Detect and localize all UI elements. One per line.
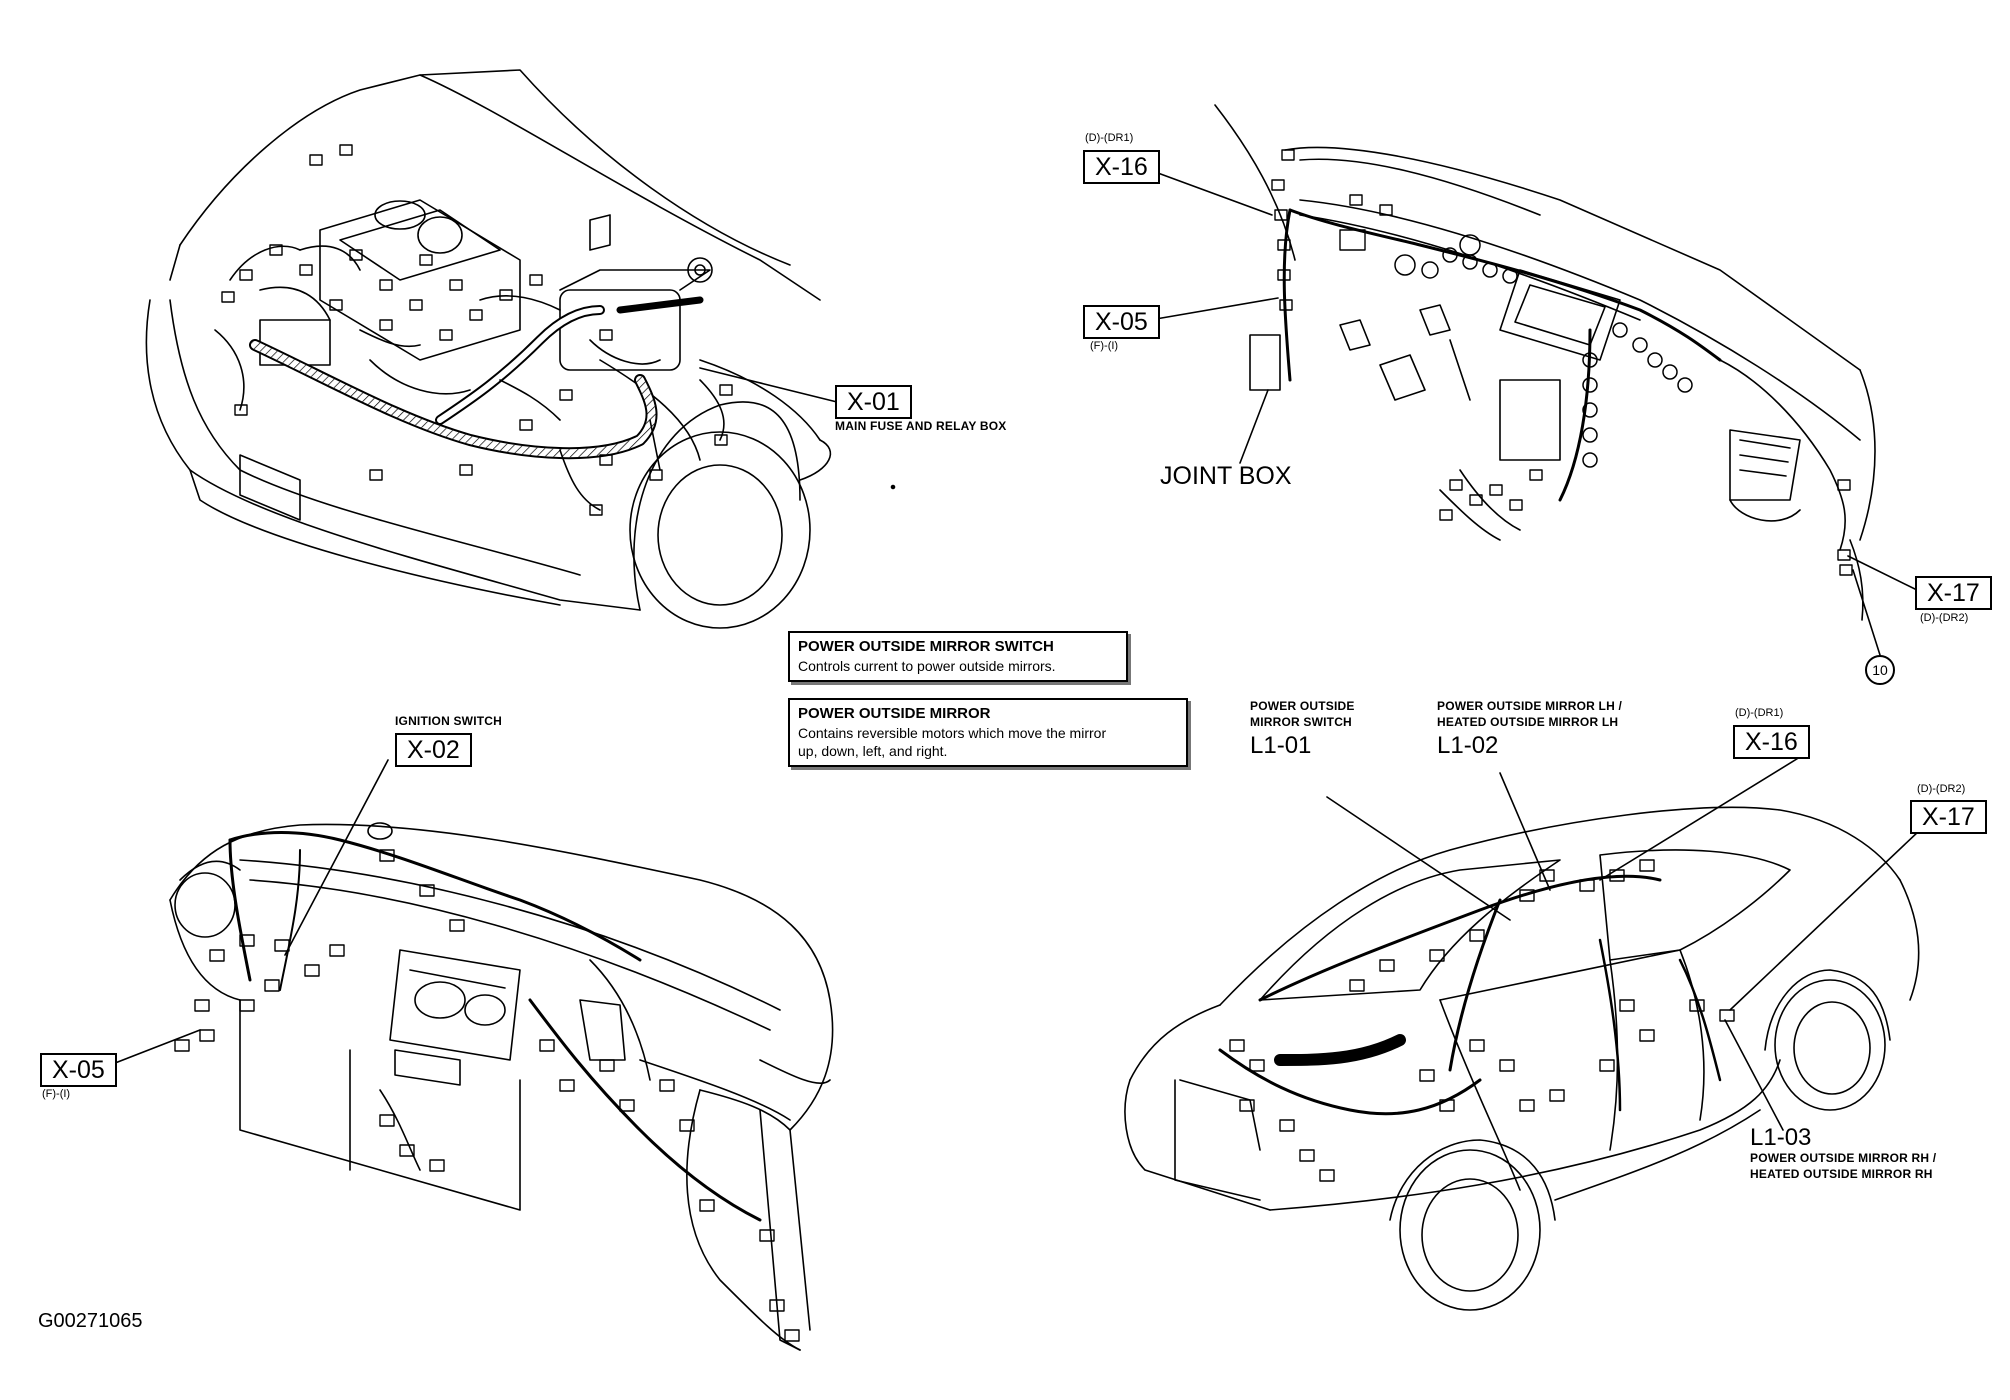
l1-03-code: L1-03 [1750,1124,1812,1151]
l1-01-name-1: POWER OUTSIDE [1250,699,1355,713]
l1-01-code: L1-01 [1250,732,1312,759]
desc-mirror-text-1: Contains reversible motors which move th… [798,725,1107,741]
x17-bottom-sublabel: (D)-(DR2) [1917,783,1966,795]
code-x17-top: X-17 [1915,576,1992,610]
desc-mirror-text-2: up, down, left, and right. [798,743,948,760]
x17-top-sublabel: (D)-(DR2) [1920,612,1969,624]
code-x05-top: X-05 [1083,305,1160,339]
l1-02-name-1: POWER OUTSIDE MIRROR LH / [1437,699,1622,713]
x16-top-sublabel: (D)-(DR1) [1085,132,1134,144]
l1-03-name-1: POWER OUTSIDE MIRROR RH / [1750,1151,1937,1165]
x05-top-sublabel: (F)-(I) [1090,340,1119,352]
x05-bottom-sublabel: (F)-(I) [42,1088,71,1100]
driver-footwell-drawing [1146,104,1918,656]
l1-02-code: L1-02 [1437,732,1499,759]
desc-mirror-switch-title: POWER OUTSIDE MIRROR SWITCH [798,638,1054,655]
code-x16-bottom: X-16 [1733,725,1810,759]
code-x02: X-02 [395,733,472,767]
vehicle-body-drawing [1124,756,1921,1311]
circle-10: 10 [1865,655,1895,685]
instrument-panel-drawing [109,759,834,1351]
joint-box-label: JOINT BOX [1160,462,1292,490]
desc-mirror-title: POWER OUTSIDE MIRROR [798,705,991,722]
l1-02-name-2: HEATED OUTSIDE MIRROR LH [1437,715,1619,729]
desc-mirror: POWER OUTSIDE MIRROR Contains reversible… [788,698,1188,768]
x16-bottom-sublabel: (D)-(DR1) [1735,707,1784,719]
code-x05-bottom: X-05 [40,1053,117,1087]
l1-03-name-2: HEATED OUTSIDE MIRROR RH [1750,1167,1933,1181]
code-x01: X-01 [835,385,912,419]
l1-01-name-2: MIRROR SWITCH [1250,715,1352,729]
engine-compartment-drawing [145,69,896,629]
code-x16-top: X-16 [1083,150,1160,184]
desc-mirror-switch-text: Controls current to power outside mirror… [798,658,1056,674]
ignition-switch-label: IGNITION SWITCH [395,714,502,728]
figure-id: G00271065 [38,1310,143,1332]
main-fuse-label: MAIN FUSE AND RELAY BOX [835,419,1007,433]
code-x17-bottom: X-17 [1910,800,1987,834]
desc-mirror-switch: POWER OUTSIDE MIRROR SWITCH Controls cur… [788,631,1128,683]
